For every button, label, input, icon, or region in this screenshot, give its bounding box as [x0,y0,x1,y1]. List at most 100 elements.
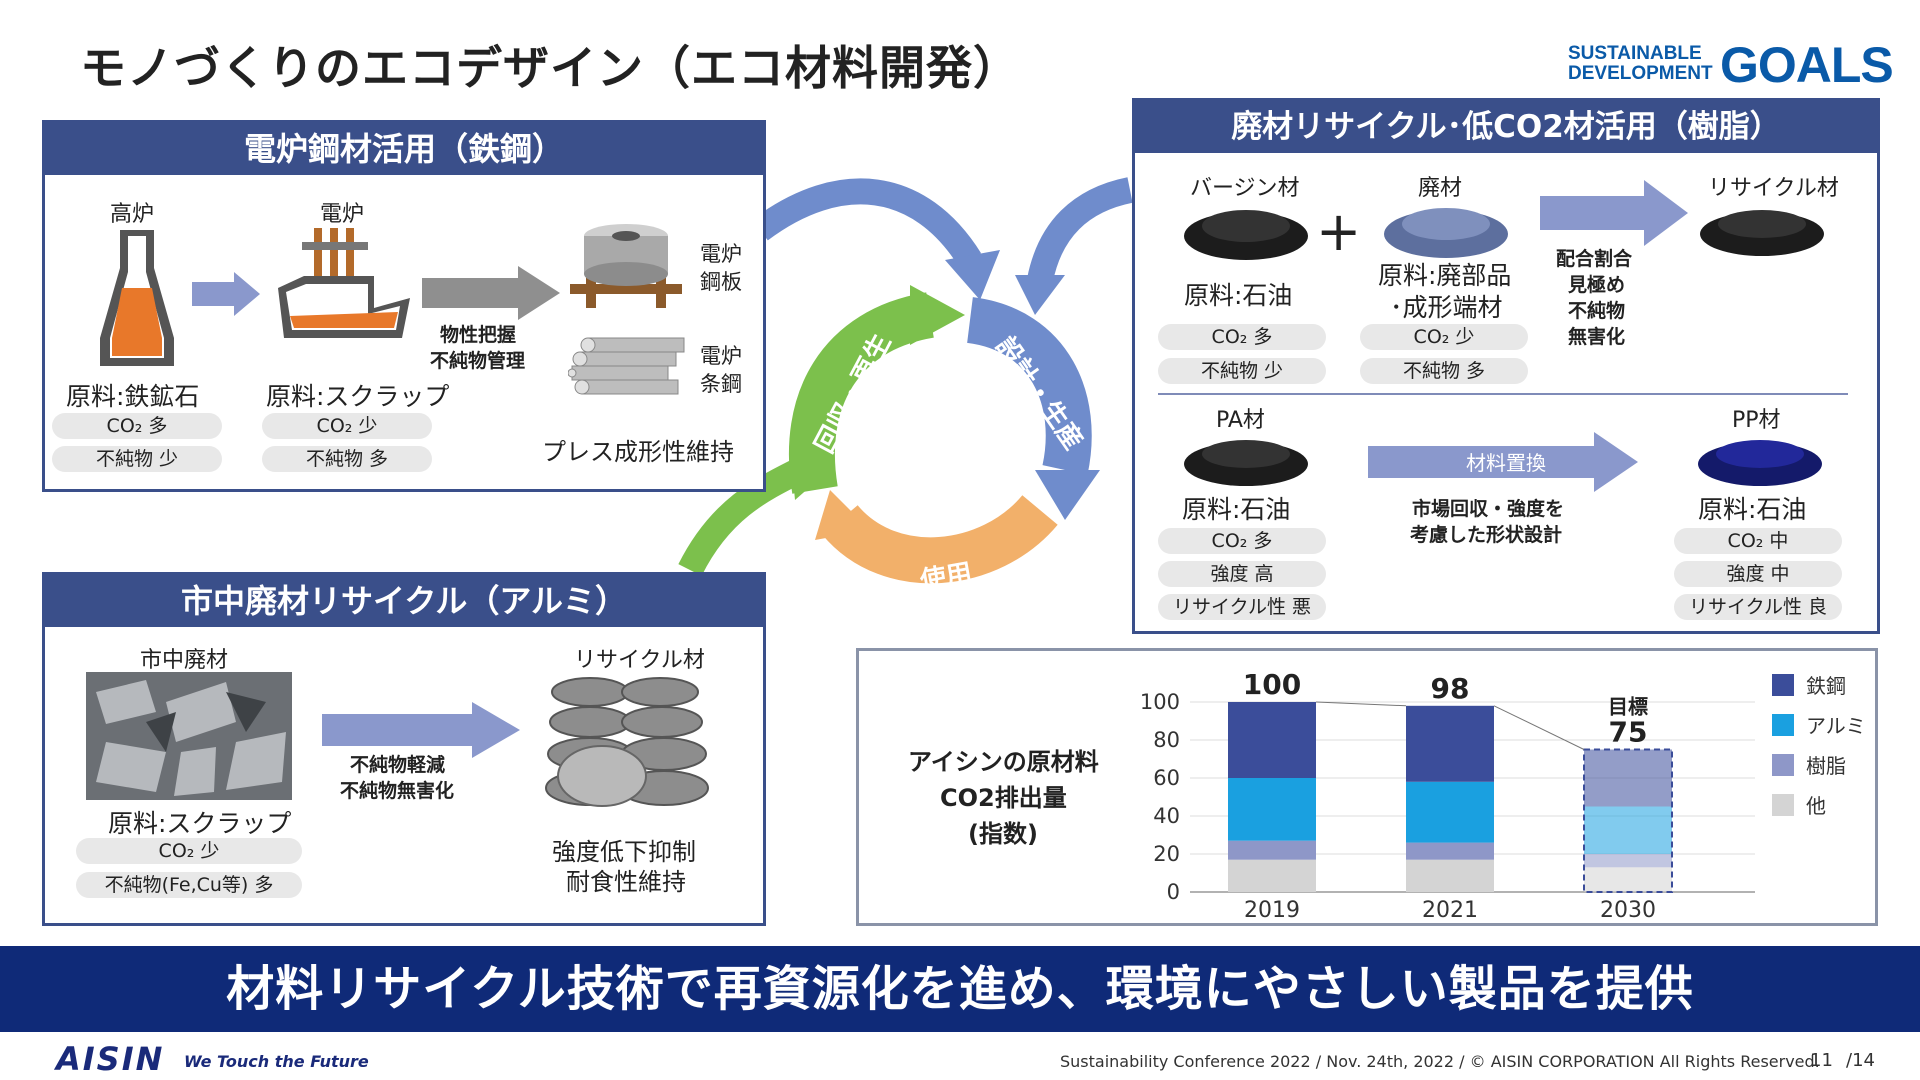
bar-segment [1406,705,1494,782]
pp-pellets-icon [1698,440,1822,486]
sdg-goals: GOALS [1720,37,1894,93]
product2-line1: 電炉 [700,344,742,368]
y-tick-label: 40 [1153,804,1180,828]
alu-result1: 強度低下抑制 [552,838,696,866]
sdg-line2: DEVELOPMENT [1568,63,1713,84]
pp-label: PP材 [1732,408,1781,433]
product1-line2: 鋼板 [700,270,742,294]
legend-label: 他 [1806,794,1826,818]
pa-recycle-pill: リサイクル性 悪 [1158,594,1326,620]
y-tick-label: 60 [1153,766,1180,790]
x-tick-label: 2021 [1422,898,1478,922]
resin-note4: 無害化 [1568,326,1626,348]
aisin-tagline: We Touch the Future [184,1052,369,1071]
steel-to-cycle-arrow [752,178,982,268]
page-title: モノづくりのエコデザイン（エコ材料開発） [80,41,1020,95]
y-tick-label: 20 [1153,842,1180,866]
aluminum-ingots-icon [545,677,709,807]
bar-segment [1406,842,1494,860]
pa-pellets-icon [1184,440,1308,486]
virgin-impurity-pill: 不純物 少 [1158,358,1326,384]
bar-segment [1584,749,1672,807]
resin-header: 廃材リサイクル･低CO2材活用（樹脂） [1135,101,1877,153]
alu-impurity-pill: 不純物(Fe,Cu等) 多 [76,872,302,898]
chart-label-line1: アイシンの原材料 [908,748,1099,776]
legend-swatch [1772,714,1794,736]
recycle-material-label: リサイクル材 [1708,176,1839,201]
virgin-co2-pill: CO₂ 多 [1158,324,1326,350]
waste-impurity-pill: 不純物 多 [1360,358,1528,384]
target-label: 目標 [1608,695,1648,719]
waste-material-line1: 原料:廃部品 [1378,261,1512,290]
data-label: 100 [1243,668,1301,701]
alu-header: 市中廃材リサイクル（アルミ） [45,575,763,627]
bar-segment [1406,781,1494,843]
virgin-pellets-icon [1184,210,1308,260]
steel-arrow-note2: 不純物管理 [430,350,526,372]
footer: AISIN We Touch the Future Sustainability… [0,1040,1920,1080]
virgin-label: バージン材 [1190,176,1300,201]
x-tick-label: 2030 [1600,898,1656,922]
legend-label: アルミ [1806,714,1866,738]
tagline-banner: 材料リサイクル技術で再資源化を進め、環境にやさしい製品を提供 [0,946,1920,1032]
plus-icon: + [1316,200,1362,263]
bar-segment [1584,854,1672,868]
bar-segment [1584,867,1672,892]
target-bar-outline [1583,748,1673,893]
chart-label-line3: (指数) [968,820,1038,848]
virgin-material: 原料:石油 [1184,281,1293,310]
data-label: 98 [1431,672,1470,705]
steel-bars-icon [568,337,685,395]
steel-coil-icon [570,224,682,308]
legend-label: 樹脂 [1806,754,1846,778]
co2-chart-box [856,648,1878,926]
resin-divider [1158,393,1848,395]
legend-label: 鉄鋼 [1806,674,1846,698]
legend-swatch [1772,794,1794,816]
alu-arrow-note2: 不純物無害化 [340,780,455,802]
pa-strength-pill: 強度 高 [1158,561,1326,587]
page-total: /14 [1846,1050,1875,1071]
arrow-icon [192,272,260,316]
resin-to-cycle-arrow [1027,177,1133,283]
waste-co2-pill: CO₂ 少 [1360,324,1528,350]
scrap-photo [86,672,292,800]
alu-co2-pill: CO₂ 少 [76,838,302,864]
electric-furnace-label: 電炉 [320,202,365,227]
electric-impurity-pill: 不純物 多 [262,446,432,472]
pp-recycle-pill: リサイクル性 良 [1674,594,1842,620]
product2-line2: 条鋼 [700,372,742,396]
electric-material: 原料:スクラップ [266,382,450,411]
material-swap-arrow: 材料置換 [1368,432,1638,492]
cycle-diagram: 回収・再生 設計・生産 使用 [678,177,1133,590]
footer-credit: Sustainability Conference 2022 / Nov. 24… [1060,1052,1820,1071]
legend-swatch [1772,674,1794,696]
bar-segment [1228,840,1316,860]
swap-label: 材料置換 [1466,451,1546,475]
blast-impurity-pill: 不純物 少 [52,446,222,472]
alu-scrap-label: 市中廃材 [140,648,229,673]
pa-material: 原料:石油 [1182,495,1291,524]
pp-material: 原料:石油 [1698,495,1807,524]
alu-result2: 耐食性維持 [566,868,686,896]
bar-segment [1228,859,1316,892]
pa-co2-pill: CO₂ 多 [1158,528,1326,554]
cycle-arc-recover [788,292,935,494]
alu-material: 原料:スクラップ [108,809,292,838]
resin-note3: 不純物 [1568,300,1626,322]
trend-line [1493,705,1585,750]
sdg-logo: SUSTAINABLE DEVELOPMENT GOALS [1568,37,1894,93]
waste-material-line2: ･成形端材 [1390,293,1503,322]
blast-material: 原料:鉄鉱石 [66,382,200,411]
pp-co2-pill: CO₂ 中 [1674,528,1842,554]
recycled-pellets-icon [1700,210,1824,256]
steel-result: プレス成形性維持 [542,438,734,466]
alu-arrow-note1: 不純物軽減 [350,754,446,776]
page-number: 11 [1810,1050,1833,1071]
steel-arrow-note1: 物性把握 [440,324,517,346]
resin-note1: 配合割合 [1556,248,1633,270]
waste-label: 廃材 [1418,176,1463,201]
cycle-arc-design [966,297,1092,475]
y-tick-label: 100 [1140,690,1180,714]
alu-to-cycle-arrow [678,458,806,576]
